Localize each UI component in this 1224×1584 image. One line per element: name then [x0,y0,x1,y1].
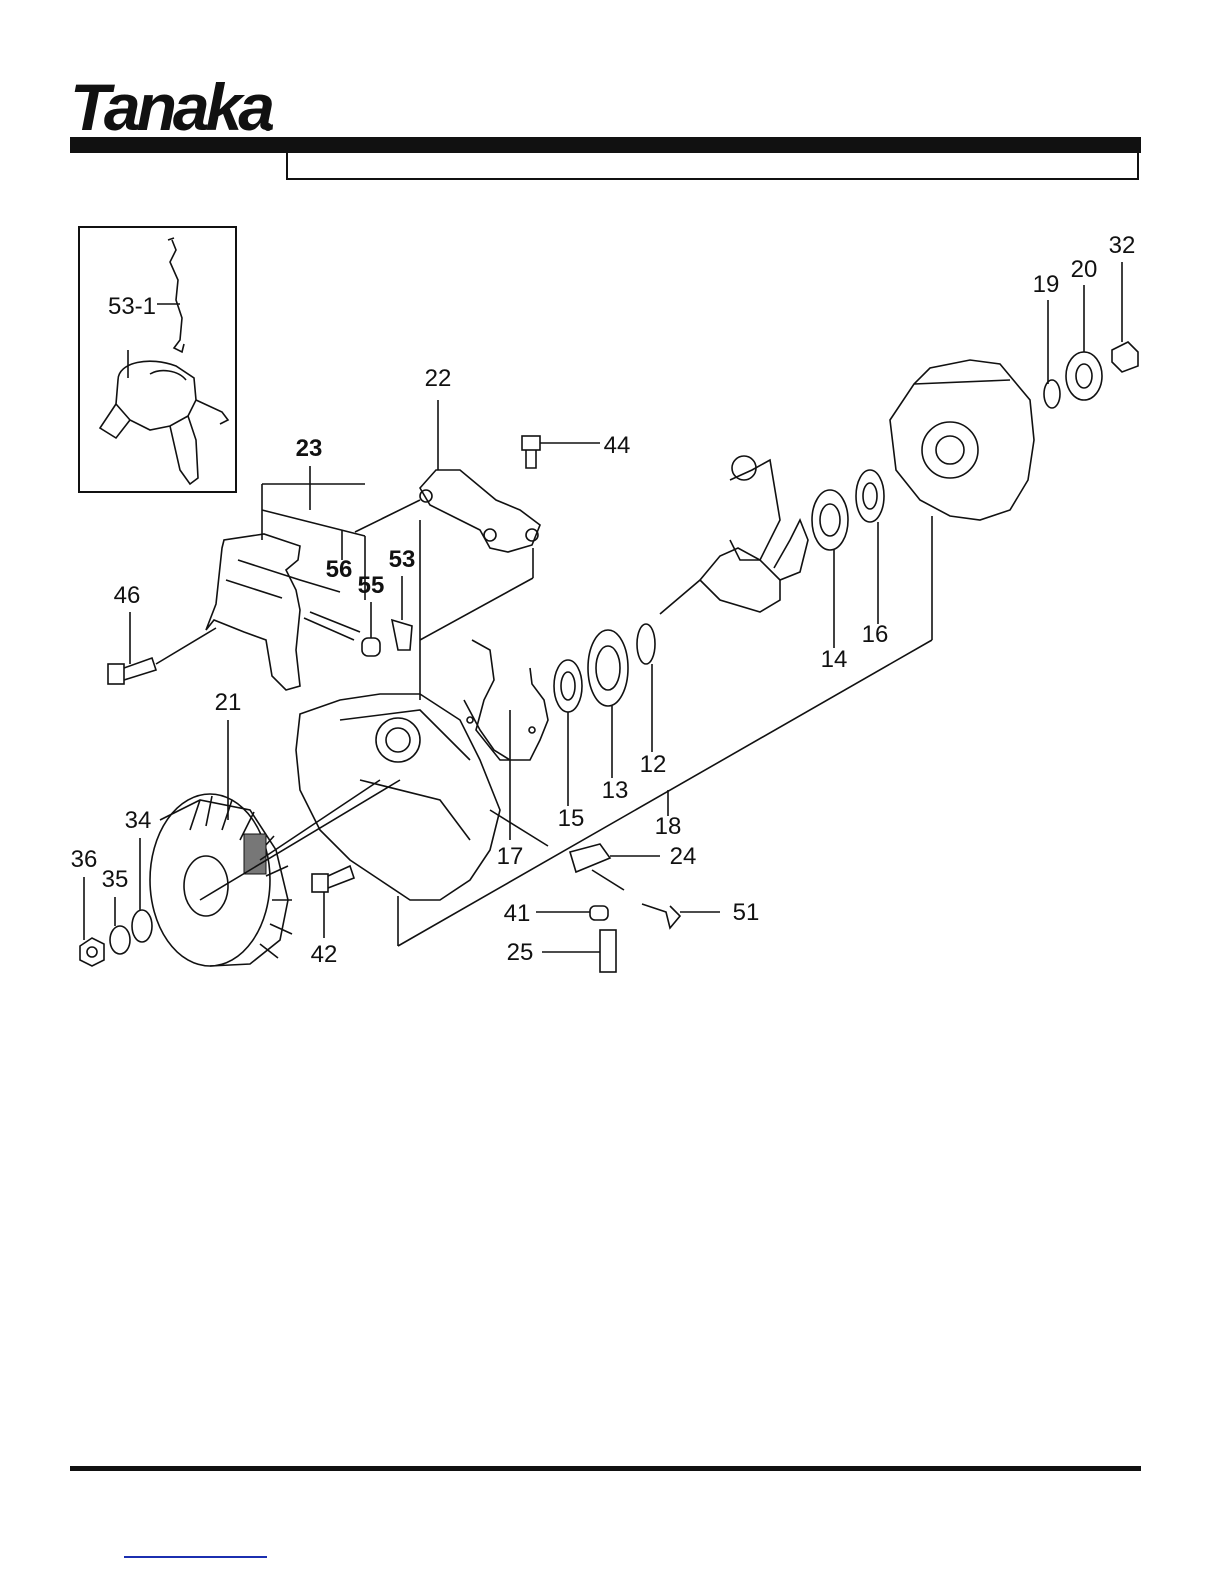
callout-label: 18 [655,813,682,840]
bolt-44-head [522,436,540,450]
callout-label: 17 [497,843,524,870]
plug-55 [362,638,380,656]
washer-34 [132,910,152,942]
callout-label: 15 [558,805,585,832]
callout-label: 36 [71,846,98,873]
bearing-14 [812,490,848,550]
callout-label: 53 [389,546,416,573]
footer-rule [70,1466,1141,1471]
callout-label: 19 [1033,271,1060,298]
bolt-46-head [108,664,124,684]
crankcase-left [296,694,500,900]
seal-15 [554,660,582,712]
callout-label: 46 [114,582,141,609]
callout-label: 12 [640,751,667,778]
callout-label: 14 [821,646,848,673]
callout-label: 22 [425,365,452,392]
crankcase-right [890,360,1034,520]
callout-label: 55 [358,572,385,599]
collar-41 [590,906,608,920]
callout-label: 21 [215,689,242,716]
callout-label: 23 [296,435,323,462]
bolt-51 [642,904,680,928]
callout-label: 42 [311,941,338,968]
callout-label: 44 [604,432,631,459]
callout-label: 13 [602,777,629,804]
crankshaft [660,520,808,614]
callout-label: 20 [1071,256,1098,283]
washer-12 [637,624,655,664]
callout-label: 32 [1109,232,1136,259]
callout-label: 35 [102,866,129,893]
callout-label: 24 [670,843,697,870]
bearing-13 [588,630,628,706]
bracket-22 [420,470,540,552]
footer-link-underline[interactable] [124,1556,267,1558]
washer-35 [110,926,130,954]
washer-19 [1044,380,1060,408]
pin-56 [310,612,360,632]
callout-label: 25 [507,939,534,966]
flywheel-21 [150,794,270,966]
callout-label: 16 [862,621,889,648]
callout-label: 53-1 [108,293,156,320]
callout-label: 51 [733,899,760,926]
bracket-24 [570,844,610,872]
bearing-16 [856,470,884,522]
module-23 [206,534,300,690]
terminal-53 [392,620,412,650]
nut-36 [80,938,104,966]
wire-lead-part [170,240,184,352]
clutch-20 [1066,352,1102,400]
callout-label: 56 [326,556,353,583]
bolt-25 [600,930,616,972]
inset-detail-box [79,227,236,492]
callout-label: 41 [504,900,531,927]
callout-label: 34 [125,807,152,834]
bolt-42-head [312,874,328,892]
nut-32 [1112,342,1138,372]
